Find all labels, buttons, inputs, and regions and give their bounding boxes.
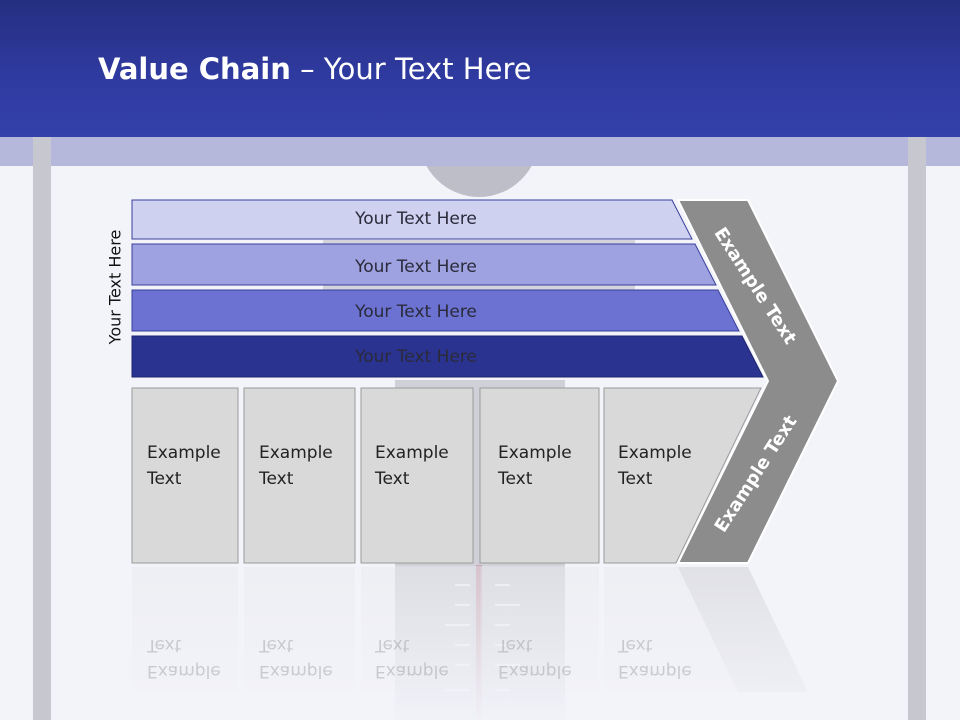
box-5-refl-line1: Example	[618, 661, 692, 681]
box-2-reflection: Example Text	[259, 632, 333, 684]
title-bold: Value Chain	[98, 52, 291, 86]
right-post	[908, 137, 926, 720]
page-title: Value Chain – Your Text Here	[98, 52, 532, 86]
left-post	[33, 137, 51, 720]
reflection-fade	[120, 566, 840, 720]
box-3-line1: Example	[375, 443, 449, 463]
chevron-arrow	[676, 199, 840, 564]
box-1	[131, 387, 239, 564]
row-label-3: Your Text Here	[355, 302, 477, 322]
box-4-reflection: Example Text	[498, 632, 572, 684]
box-4-refl-line1: Example	[498, 661, 572, 681]
box-1-line2: Text	[147, 469, 182, 489]
box-4	[479, 387, 600, 564]
row-bar-4	[131, 335, 764, 378]
box-5-line1: Example	[618, 443, 692, 463]
box-4-refl-line2: Text	[498, 635, 533, 655]
header-bar: Value Chain – Your Text Here	[0, 0, 960, 137]
box-3	[360, 387, 474, 564]
box-2-line1: Example	[259, 443, 333, 463]
row-label-4: Your Text Here	[355, 347, 477, 367]
box-4-line1: Example	[498, 443, 572, 463]
box-3-reflection: Example Text	[375, 632, 449, 684]
row-bar-3	[131, 289, 740, 332]
box-5-refl-line2: Text	[618, 635, 653, 655]
box-1-reflection: Example Text	[147, 632, 221, 684]
box-3-refl-line1: Example	[375, 661, 449, 681]
box-2	[243, 387, 356, 564]
title-rest: – Your Text Here	[290, 52, 532, 86]
box-1-line1: Example	[147, 443, 221, 463]
box-1-refl-line2: Text	[147, 635, 182, 655]
box-2-refl-line2: Text	[259, 635, 294, 655]
box-3-refl-line2: Text	[375, 635, 410, 655]
row-label-2: Your Text Here	[355, 257, 477, 277]
row-label-1: Your Text Here	[355, 209, 477, 229]
row-bar-2	[131, 243, 717, 286]
box-5-reflection: Example Text	[618, 632, 692, 684]
side-label: Your Text Here	[105, 229, 125, 345]
row-bar-1	[131, 199, 693, 240]
box-2-line2: Text	[259, 469, 294, 489]
header-band	[0, 137, 960, 166]
box-2-refl-line1: Example	[259, 661, 333, 681]
box-1-refl-line1: Example	[147, 661, 221, 681]
box-5	[603, 387, 762, 564]
box-5-line2: Text	[618, 469, 653, 489]
box-3-line2: Text	[375, 469, 410, 489]
box-4-line2: Text	[498, 469, 533, 489]
